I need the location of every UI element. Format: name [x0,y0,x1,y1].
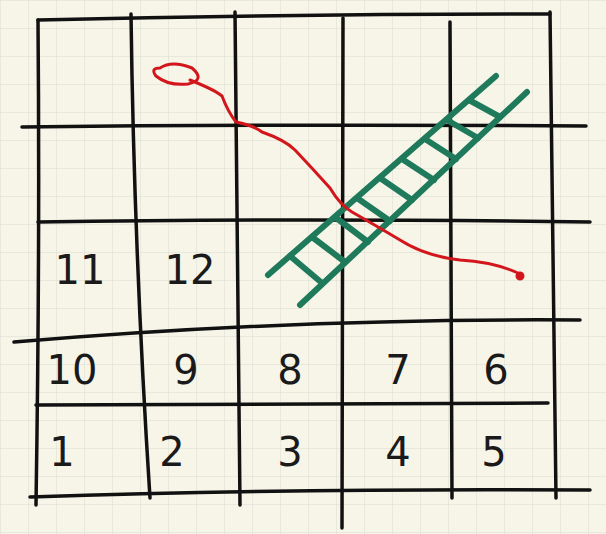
board-grid [14,12,590,528]
cell-number: 6 [483,350,508,390]
cell-number: 4 [385,432,410,472]
cell-number: 9 [173,350,198,390]
cell-number: 3 [277,432,302,472]
cell-number: 10 [47,350,98,390]
cell-number: 5 [481,432,506,472]
cell-number: 1 [49,432,74,472]
cell-number: 11 [55,250,106,290]
cell-number: 8 [277,350,302,390]
cell-number: 2 [159,432,184,472]
ladder [268,76,527,305]
cell-number: 7 [385,350,410,390]
cell-number: 12 [165,250,216,290]
snake [154,64,523,279]
